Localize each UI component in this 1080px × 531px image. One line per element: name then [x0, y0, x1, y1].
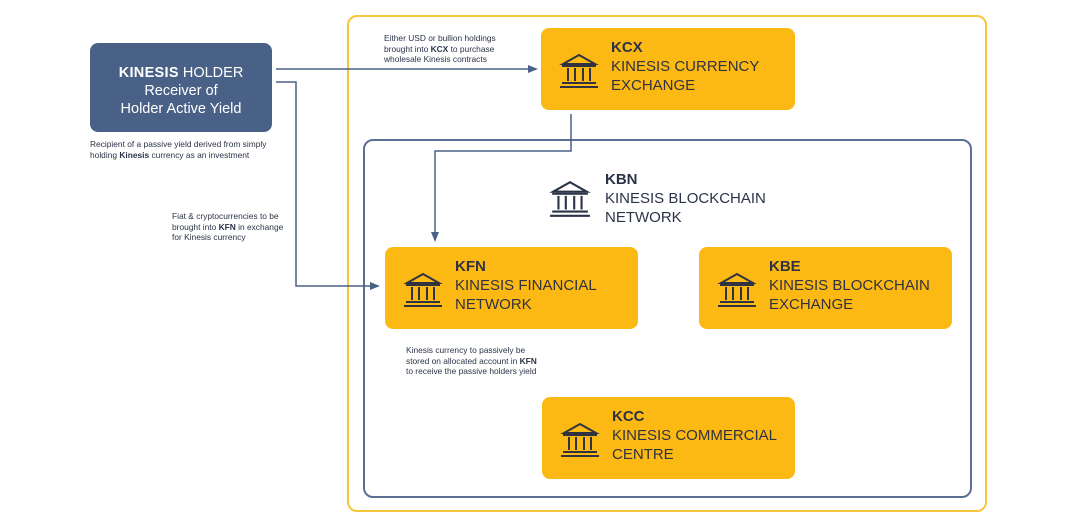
node-code: KBN — [605, 171, 638, 188]
note-line: wholesale Kinesis contracts — [384, 54, 487, 64]
text: brought into — [172, 221, 219, 232]
bank-icon — [549, 180, 591, 217]
kinesis-holder-box: KINESIS HOLDER Receiver of Holder Active… — [90, 43, 272, 132]
kcx-label: KCX KINESIS CURRENCY EXCHANGE — [611, 38, 759, 95]
kbn-label: KBN KINESIS BLOCKCHAIN NETWORK — [605, 170, 766, 227]
text: holding — [90, 149, 120, 160]
passive-yield-note: Kinesis currency to passively be stored … — [406, 345, 537, 377]
text: to purchase — [448, 43, 495, 54]
arrow-kcx-to-kfn — [431, 114, 572, 242]
kfn-label: KFN KINESIS FINANCIAL NETWORK — [455, 257, 597, 314]
kbe-node: KBE KINESIS BLOCKCHAIN EXCHANGE — [699, 247, 952, 329]
node-name-line2: EXCHANGE — [769, 296, 854, 313]
bank-icon — [403, 272, 443, 307]
node-name-line1: KINESIS BLOCKCHAIN — [769, 277, 930, 294]
text: currency as an investment — [149, 149, 250, 160]
node-name-line2: EXCHANGE — [611, 77, 696, 94]
node-code: KBE — [769, 258, 801, 275]
holder-line2: Receiver of — [144, 83, 218, 99]
text-bold: Kinesis — [119, 149, 150, 160]
text-bold: KFN — [218, 221, 236, 232]
note-line: brought into KFN in exchange — [172, 222, 283, 233]
node-code: KFN — [455, 258, 486, 275]
node-name-line1: KINESIS CURRENCY — [611, 58, 760, 75]
kbn-header: KBN KINESIS BLOCKCHAIN NETWORK — [549, 170, 849, 230]
note-line: Fiat & cryptocurrencies to be — [172, 211, 279, 221]
node-name-line2: NETWORK — [605, 209, 682, 226]
note-line: for Kinesis currency — [172, 232, 246, 242]
kfn-arrow-note: Fiat & cryptocurrencies to be brought in… — [172, 211, 283, 243]
holder-note-line2: holding Kinesis currency as an investmen… — [90, 150, 266, 161]
kinesis-ecosystem-frame — [347, 15, 987, 512]
bank-icon — [717, 272, 757, 307]
holder-note-line1: Recipient of a passive yield derived fro… — [90, 139, 267, 149]
kbe-label: KBE KINESIS BLOCKCHAIN EXCHANGE — [769, 257, 930, 314]
text-bold: KFN — [519, 355, 537, 366]
note-line: Either USD or bullion holdings — [384, 33, 496, 43]
kcx-arrow-note: Either USD or bullion holdings brought i… — [384, 33, 496, 65]
holder-line3: Holder Active Yield — [120, 101, 242, 117]
holder-note: Recipient of a passive yield derived fro… — [90, 139, 266, 160]
text: stored on allocated account in — [406, 355, 520, 366]
node-name-line1: KINESIS BLOCKCHAIN — [605, 190, 766, 207]
node-name-line1: KINESIS COMMERCIAL — [612, 427, 778, 444]
node-name-line2: NETWORK — [455, 296, 532, 313]
kfn-node: KFN KINESIS FINANCIAL NETWORK — [385, 247, 638, 329]
kcc-label: KCC KINESIS COMMERCIAL CENTRE — [612, 407, 777, 464]
text-bold: KCX — [430, 43, 449, 54]
text: brought into — [384, 43, 431, 54]
node-code: KCC — [612, 408, 645, 425]
note-line: Kinesis currency to passively be — [406, 345, 526, 355]
bank-icon — [560, 422, 600, 457]
kcx-node: KCX KINESIS CURRENCY EXCHANGE — [541, 28, 795, 110]
node-name-line1: KINESIS FINANCIAL — [455, 277, 597, 294]
bank-icon — [559, 53, 599, 88]
holder-title-rest: HOLDER — [178, 65, 244, 81]
arrow-holder-to-kfn — [276, 81, 380, 290]
kbn-network-frame — [363, 139, 972, 498]
node-code: KCX — [611, 39, 643, 56]
kcc-node: KCC KINESIS COMMERCIAL CENTRE — [542, 397, 795, 479]
note-line: to receive the passive holders yield — [406, 366, 537, 376]
holder-brand: KINESIS — [118, 65, 179, 81]
note-line: stored on allocated account in KFN — [406, 356, 537, 367]
note-line: brought into KCX to purchase — [384, 44, 496, 55]
holder-title: KINESIS HOLDER — [90, 64, 272, 82]
text: in exchange — [235, 221, 284, 232]
node-name-line2: CENTRE — [612, 446, 674, 463]
